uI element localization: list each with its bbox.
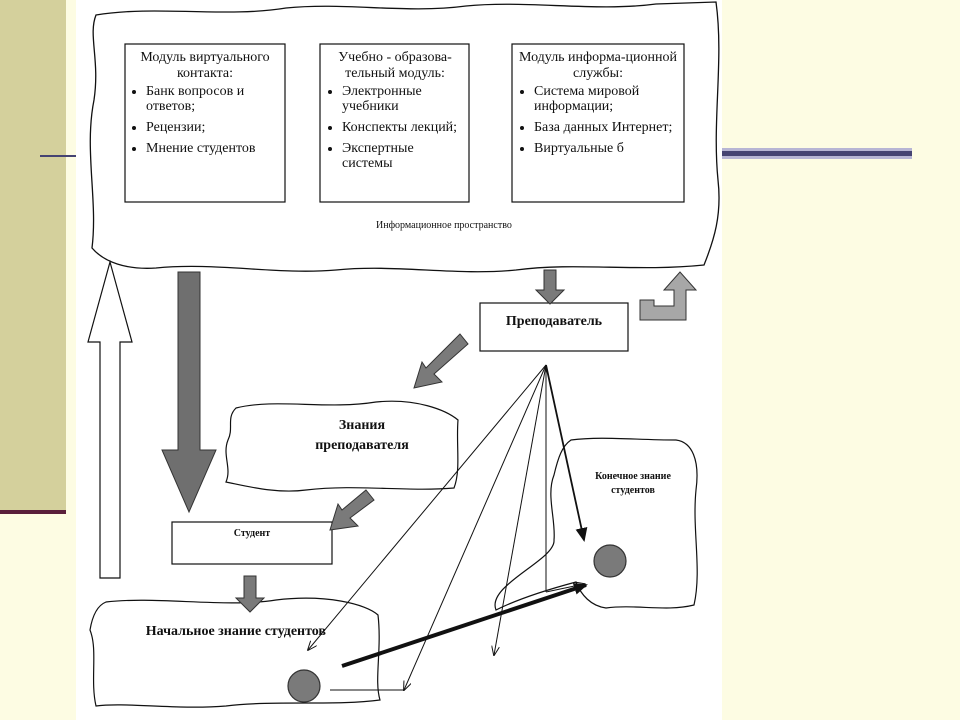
module-virtual-contact: Модуль виртуального контакта: Банк вопро… (128, 50, 282, 162)
final-knowledge-label: Конечное знание студентов (595, 471, 671, 496)
student-box (171, 521, 333, 565)
list-item: Электронные учебники (342, 84, 466, 114)
dark-down-arrow (161, 271, 217, 514)
teacher-box (479, 302, 629, 352)
arrow-info-to-teacher (534, 269, 566, 305)
initial-knowledge-dot (287, 669, 321, 703)
module-info-service-title: Модуль информа-ционной службы: (518, 50, 678, 81)
progression-arrow (341, 583, 588, 668)
module-education-list: Электронные учебники Конспекты лекций; Э… (324, 84, 466, 171)
module-virtual-contact-title: Модуль виртуального контакта: (140, 50, 270, 81)
arrow-knowledge-to-student (329, 489, 375, 531)
info-space-label: Информационное пространство (376, 220, 512, 231)
fan-line-to-final (545, 364, 588, 542)
student-label: Студент (233, 528, 271, 539)
teacher-label: Преподаватель (505, 314, 603, 329)
teacher-knowledge-label: Знания преподавателя (315, 418, 409, 453)
left-decor-band (0, 0, 66, 512)
module-box-info-service (511, 43, 685, 203)
left-decor-rule (40, 155, 80, 157)
right-decor-rule (722, 148, 912, 162)
list-item: База данных Интернет; (534, 120, 680, 135)
module-education-title: Учебно - образова-тельный модуль: (338, 50, 452, 81)
hollow-up-arrow (87, 259, 133, 579)
arrow-student-to-initial (234, 575, 266, 613)
turn-up-arrow (639, 271, 698, 321)
module-box-education (319, 43, 470, 203)
list-item: Рецензии; (146, 120, 282, 135)
arrow-teacher-to-knowledge (413, 333, 469, 389)
final-knowledge-cloud (494, 437, 698, 611)
list-item: Экспертные системы (342, 141, 466, 171)
initial-knowledge-label: Начальное знание студентов (145, 624, 326, 639)
module-box-virtual-contact (124, 43, 286, 203)
list-item: Конспекты лекций; (342, 120, 466, 135)
final-knowledge-dot (593, 544, 627, 578)
module-education: Учебно - образова-тельный модуль: Электр… (324, 50, 466, 177)
left-decor-underline (0, 510, 66, 514)
list-item: Система мировой информации; (534, 84, 680, 114)
module-info-service: Модуль информа-ционной службы: Система м… (516, 50, 680, 200)
module-info-service-list: Система мировой информации; База данных … (516, 84, 680, 156)
fan-line-to-initial (308, 364, 547, 650)
list-item: Виртуальные б (534, 141, 680, 156)
list-item: Банк вопросов и ответов; (146, 84, 282, 114)
list-item: Мнение студентов (146, 141, 282, 156)
diagram-canvas: Модуль виртуального контакта: Банк вопро… (76, 0, 722, 720)
diagram-shapes (87, 1, 720, 708)
fan-line-mid (494, 364, 547, 655)
module-virtual-contact-list: Банк вопросов и ответов; Рецензии; Мнени… (128, 84, 282, 156)
teacher-knowledge-cloud (225, 400, 459, 492)
initial-knowledge-cloud (89, 597, 381, 708)
